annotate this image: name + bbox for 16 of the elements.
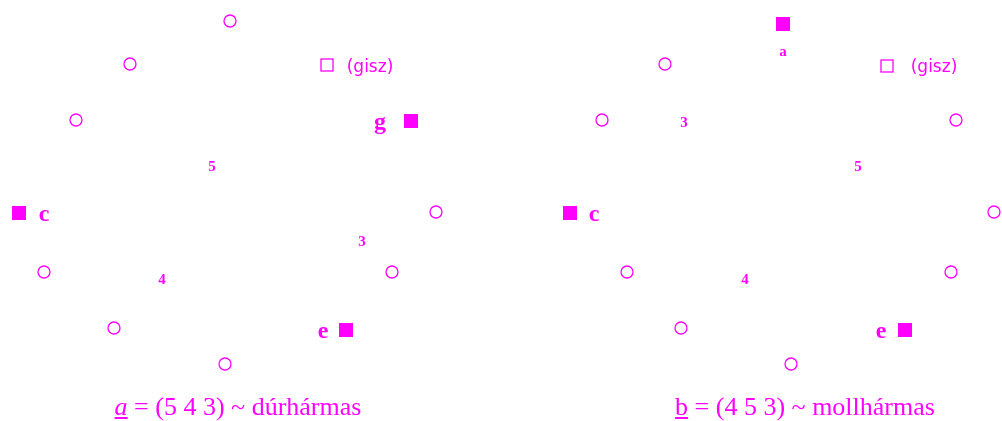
note-name: c: [588, 201, 600, 225]
note-name: e: [317, 318, 329, 342]
note-name: g: [374, 109, 386, 133]
interval-number: 4: [158, 271, 166, 287]
formula-caption: b = (4 5 3) ~ mollhármas: [675, 394, 935, 420]
interval-number: 5: [208, 158, 216, 174]
interval-number: 5: [854, 158, 862, 174]
note-name: c: [38, 201, 50, 225]
note-name: a: [779, 43, 787, 59]
note-name: e: [875, 318, 887, 342]
note-label: (gisz): [346, 57, 394, 75]
note-label: (gisz): [910, 57, 958, 75]
interval-number: 3: [358, 233, 366, 249]
interval-number: 4: [741, 271, 749, 287]
formula-caption: a = (5 4 3) ~ dúrhármas: [114, 394, 362, 420]
interval-number: 3: [680, 114, 688, 130]
